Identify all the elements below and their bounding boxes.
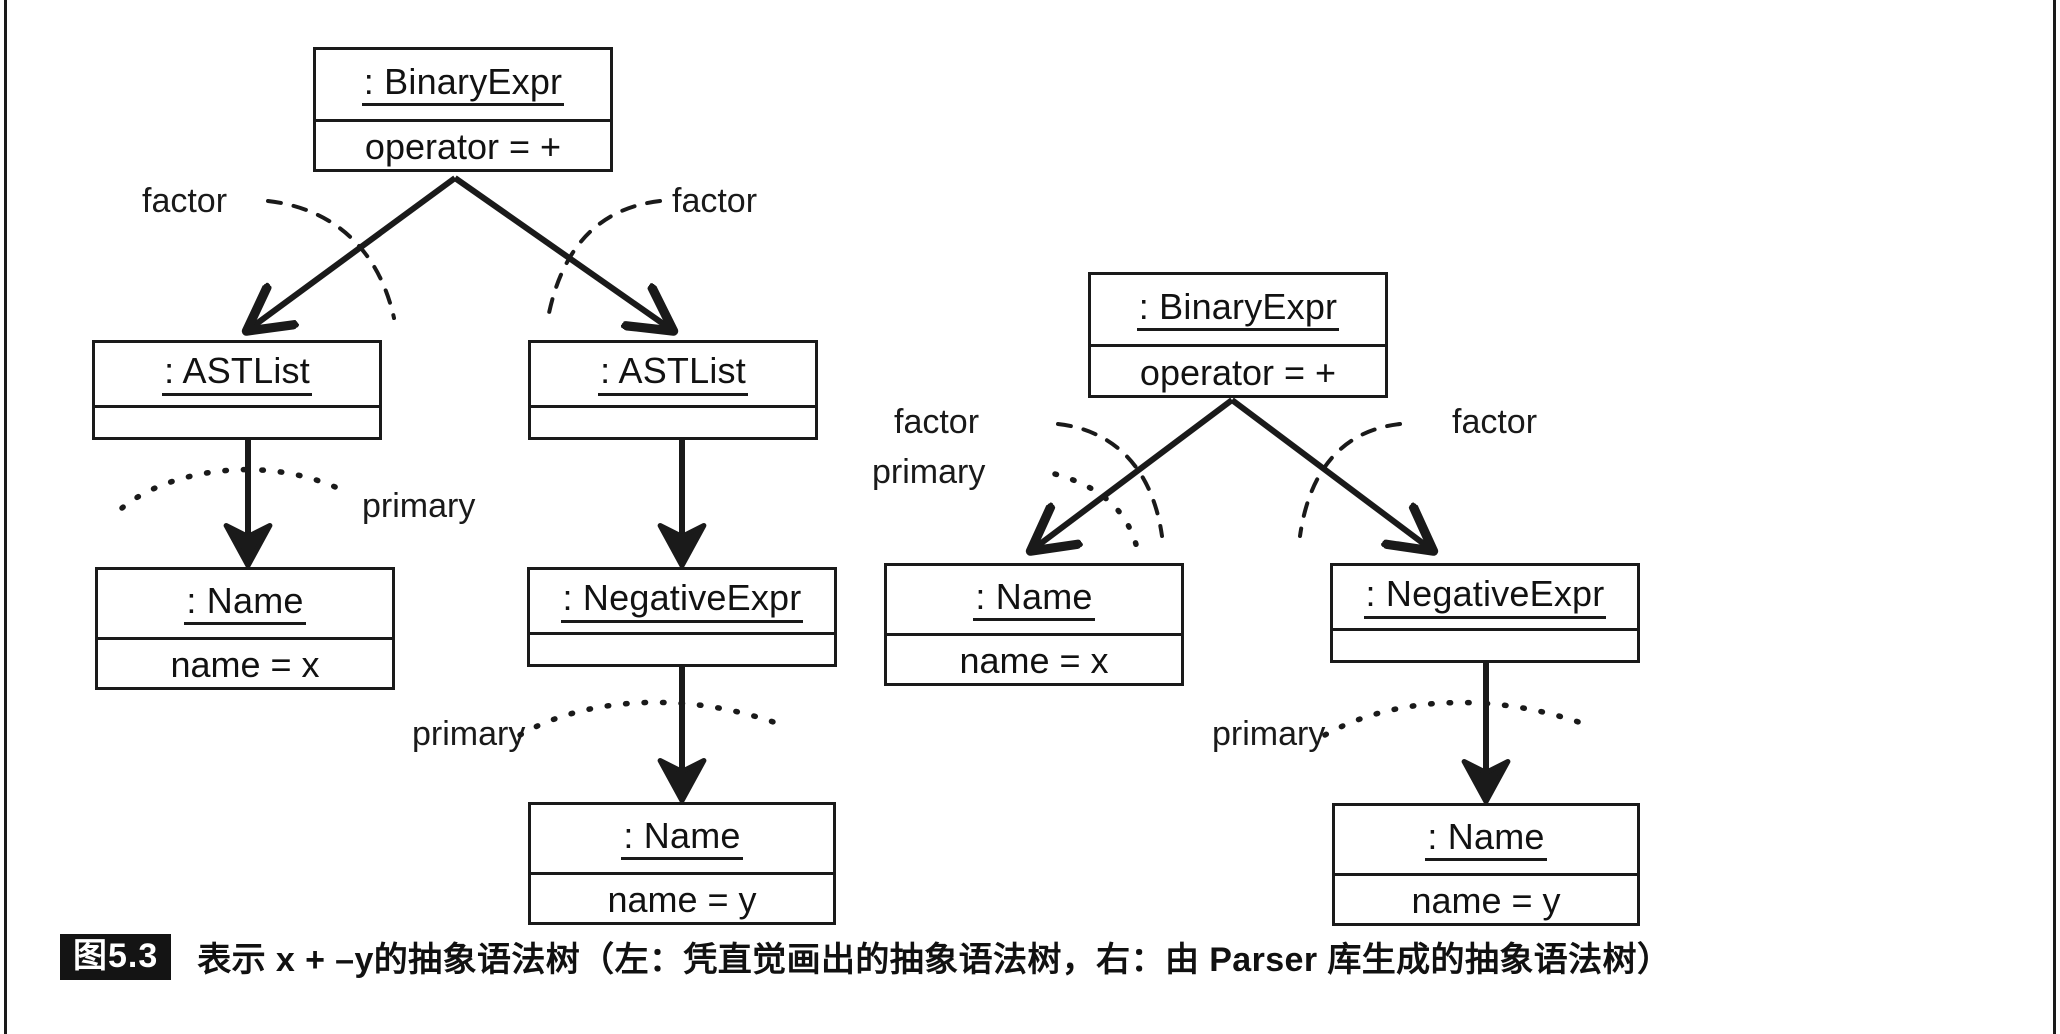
right-negativeexpr-node: : NegativeExpr bbox=[1330, 563, 1640, 663]
uml-attribute: name = y bbox=[1411, 879, 1561, 921]
uml-attribute: operator = + bbox=[1139, 351, 1337, 393]
uml-class-label: : ASTList bbox=[598, 352, 748, 396]
uml-attribute: name = y bbox=[607, 878, 757, 920]
uml-header: : BinaryExpr bbox=[1091, 275, 1385, 347]
left-astlist-2-node: : ASTList bbox=[528, 340, 818, 440]
uml-class-label: : Name bbox=[1425, 817, 1547, 862]
left-edge-label-primary-1: primary bbox=[362, 487, 476, 525]
uml-header: : ASTList bbox=[531, 343, 815, 408]
uml-attribute bbox=[95, 408, 379, 437]
uml-attribute bbox=[530, 635, 834, 664]
left-edge-label-factor-1: factor bbox=[142, 182, 228, 220]
uml-class-label: : BinaryExpr bbox=[361, 62, 565, 107]
uml-header: : ASTList bbox=[95, 343, 379, 408]
left-edge-label-primary-2: primary bbox=[412, 715, 526, 753]
right-edge-label-factor-1: factor bbox=[894, 403, 980, 441]
right-root-binaryexpr-node: : BinaryExpr operator = + bbox=[1088, 272, 1388, 398]
left-edge-label-factor-2: factor bbox=[672, 182, 758, 220]
uml-class-label: : NegativeExpr bbox=[560, 579, 804, 623]
uml-header: : Name bbox=[98, 570, 392, 640]
left-root-binaryexpr-node: : BinaryExpr operator = + bbox=[313, 47, 613, 172]
uml-class-label: : Name bbox=[973, 577, 1095, 622]
uml-header: : Name bbox=[531, 805, 833, 875]
uml-attribute: name = x bbox=[959, 639, 1109, 681]
figure-number-badge: 图5.3 bbox=[60, 933, 172, 980]
uml-header: : BinaryExpr bbox=[316, 50, 610, 122]
uml-attribute: name = x bbox=[170, 643, 320, 685]
uml-attribute bbox=[1333, 631, 1637, 660]
uml-class-label: : BinaryExpr bbox=[1136, 287, 1340, 332]
page-right-rule bbox=[2053, 0, 2056, 1034]
uml-class-label: : Name bbox=[621, 816, 743, 861]
left-astlist-1-node: : ASTList bbox=[92, 340, 382, 440]
uml-header: : NegativeExpr bbox=[1333, 566, 1637, 631]
uml-header: : Name bbox=[1335, 806, 1637, 876]
page-left-rule bbox=[4, 0, 7, 1034]
uml-attribute bbox=[531, 408, 815, 437]
right-name-y-node: : Name name = y bbox=[1332, 803, 1640, 926]
uml-attribute: operator = + bbox=[364, 126, 562, 168]
right-edge-label-factor-2: factor bbox=[1452, 403, 1538, 441]
left-name-y-node: : Name name = y bbox=[528, 802, 836, 925]
uml-header: : Name bbox=[887, 566, 1181, 636]
right-edge-label-primary-1: primary bbox=[872, 453, 986, 491]
left-negativeexpr-node: : NegativeExpr bbox=[527, 567, 837, 667]
figure-caption: 图5.3 表示 x + –y的抽象语法树（左：凭直觉画出的抽象语法树，右：由 P… bbox=[60, 932, 1671, 981]
uml-class-label: : Name bbox=[184, 581, 306, 626]
left-name-x-node: : Name name = x bbox=[95, 567, 395, 690]
uml-class-label: : ASTList bbox=[162, 352, 312, 396]
uml-header: : NegativeExpr bbox=[530, 570, 834, 635]
uml-class-label: : NegativeExpr bbox=[1363, 575, 1607, 619]
right-name-x-node: : Name name = x bbox=[884, 563, 1184, 686]
figure-caption-text: 表示 x + –y的抽象语法树（左：凭直觉画出的抽象语法树，右：由 Parser… bbox=[197, 941, 1672, 979]
right-edge-label-primary-2: primary bbox=[1212, 715, 1326, 753]
